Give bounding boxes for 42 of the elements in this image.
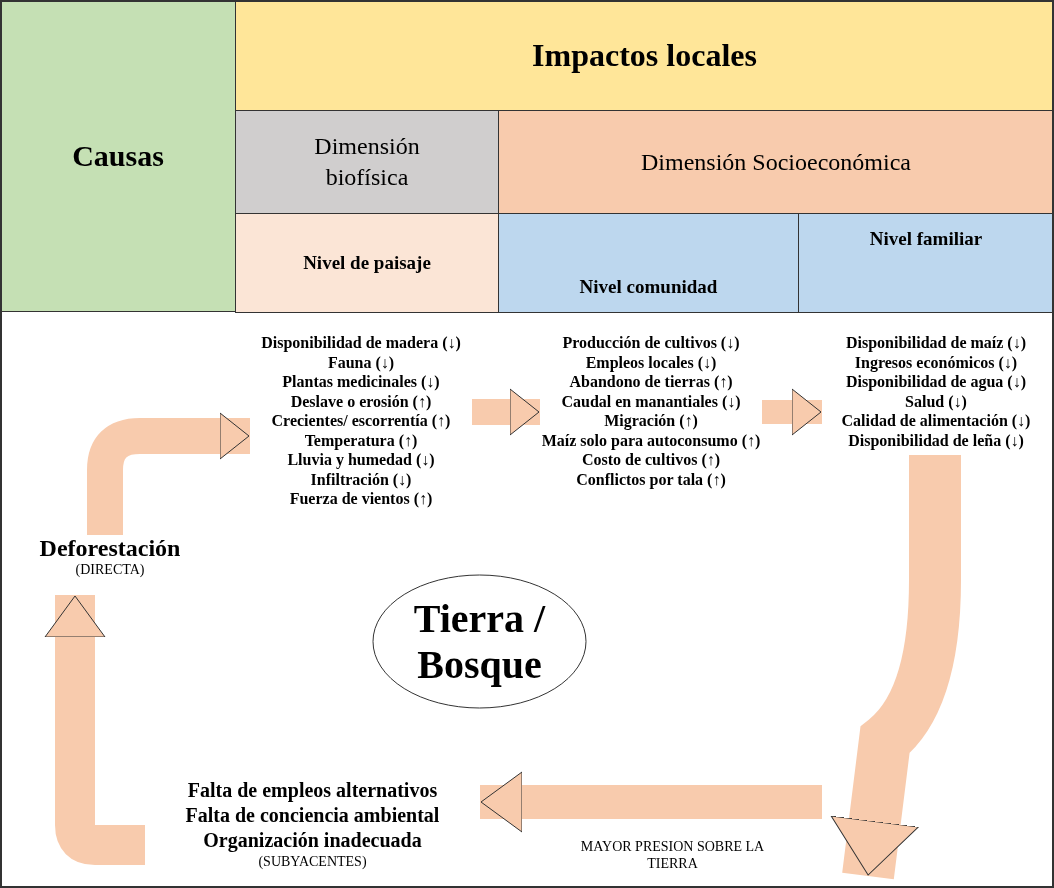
impact-item: Disponibilidad de agua (↓) — [845, 372, 1027, 392]
block-arrow — [830, 455, 961, 880]
center-label: Tierra / Bosque — [412, 595, 547, 688]
impact-item: Calidad de alimentación (↓) — [841, 411, 1031, 431]
impact-item: Migración (↑) — [604, 411, 698, 431]
impact-item: Lluvia y humedad (↓) — [287, 450, 435, 470]
header-cell: Dimensión biofísica — [235, 110, 499, 214]
impact-item: Fauna (↓) — [327, 352, 395, 372]
header-cell: Nivel comunidad — [498, 213, 799, 313]
cause-label: Organización inadecuada — [203, 828, 422, 853]
impact-item: Plantas medicinales (↓) — [282, 372, 440, 392]
header-cell: Nivel de paisaje — [235, 213, 499, 313]
impact-item: Infiltración (↓) — [310, 469, 412, 489]
impact-item: Fuerza de vientos (↑) — [289, 489, 433, 509]
header-cell: Nivel familiar — [798, 213, 1054, 313]
header-cell: Dimensión Socioeconómica — [498, 110, 1054, 214]
header-cell: Impactos locales — [235, 0, 1054, 111]
block-arrow — [480, 771, 822, 833]
impact-item: Disponibilidad de maíz (↓) — [846, 333, 1026, 353]
cause-label: Deforestación — [39, 535, 181, 562]
header-cell: Causas — [0, 0, 236, 312]
cause-label: Falta de empleos alternativos — [187, 778, 438, 803]
cause-note: (SUBYACENTES) — [258, 853, 367, 871]
impact-item: Deslave o erosión (↑) — [290, 391, 432, 411]
impact-item: Caudal en manantiales (↓) — [561, 391, 741, 411]
impact-item: Ingresos económicos (↓) — [854, 352, 1018, 372]
impact-item: Salud (↓) — [905, 391, 967, 411]
impact-item: Producción de cultivos (↓) — [562, 333, 740, 353]
cause-note: (DIRECTA) — [75, 562, 145, 578]
cause-label: Falta de conciencia ambiental — [185, 803, 440, 828]
block-arrow — [44, 595, 145, 865]
block-arrow — [762, 388, 822, 436]
impact-item: Disponibilidad de leña (↓) — [848, 430, 1024, 450]
impact-item: Conflictos por tala (↑) — [576, 469, 726, 489]
block-arrow — [472, 388, 540, 436]
impact-item: Abandono de tierras (↑) — [569, 372, 733, 392]
impact-item: Crecientes/ escorrentía (↑) — [271, 411, 451, 431]
impact-item: Disponibilidad de madera (↓) — [261, 333, 461, 353]
impact-item: Costo de cultivos (↑) — [581, 450, 721, 470]
impact-item: Maíz solo para autoconsumo (↑) — [541, 430, 761, 450]
impact-item: Empleos locales (↓) — [585, 352, 717, 372]
impact-item: Temperatura (↑) — [304, 430, 418, 450]
